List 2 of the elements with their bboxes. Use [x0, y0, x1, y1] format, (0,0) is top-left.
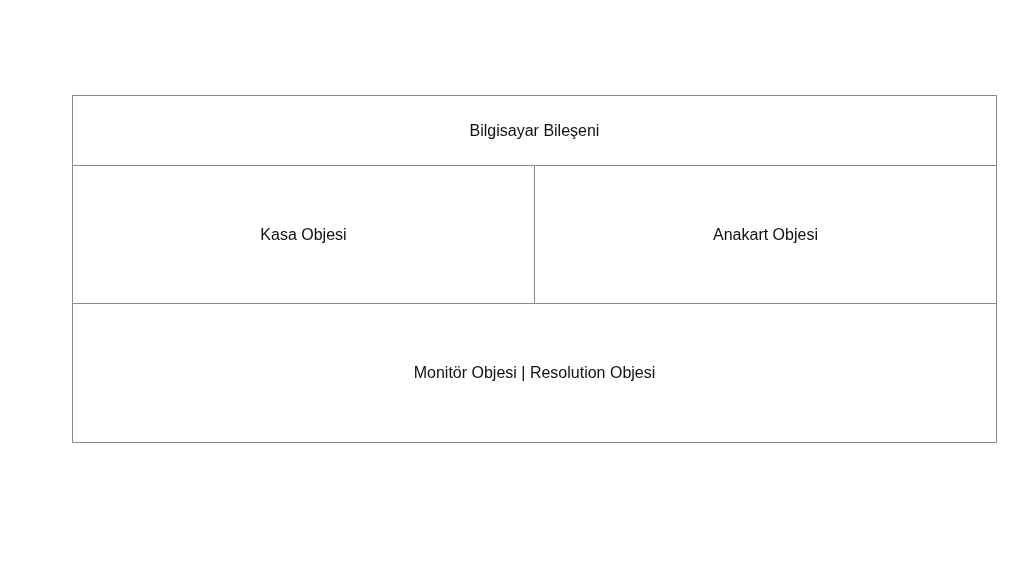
- component-box: Monitör Objesi | Resolution Objesi: [72, 303, 997, 443]
- header-box: Bilgisayar Bileşeni: [72, 95, 997, 166]
